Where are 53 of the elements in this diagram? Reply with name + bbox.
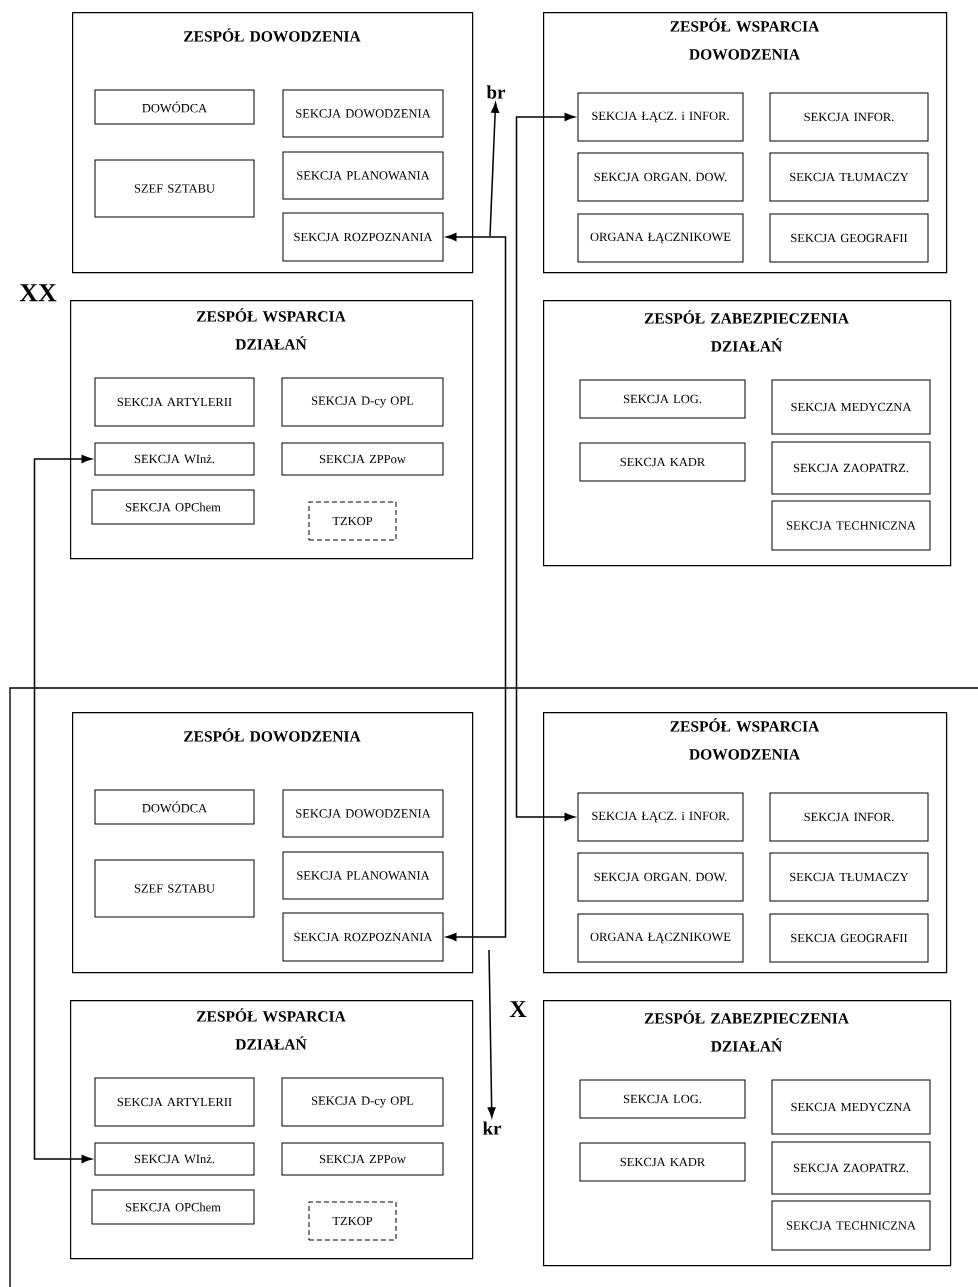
section-box: SEKCJA KADR [579, 1142, 746, 1182]
arrow [33, 455, 92, 1163]
section-box: SEKCJA TECHNICZNA [771, 500, 931, 551]
section-box: SEKCJA ORGAN. DOW. [577, 152, 744, 202]
section-box: SEKCJA ORGAN. DOW. [577, 852, 744, 902]
section-box: SEKCJA ROZPOZNANIA [282, 912, 444, 962]
section-box: SEKCJA GEOGRAFII [769, 213, 929, 263]
arrow [487, 949, 496, 1118]
section-box: SEKCJA D-cy OPL [281, 377, 444, 427]
section-box: SZEF SZTABU [94, 859, 255, 918]
section-box: SEKCJA DOWODZENIA [282, 789, 444, 838]
section-box: SEKCJA KADR [579, 442, 746, 482]
section-box: SEKCJA INFOR. [769, 792, 929, 842]
section-box: SEKCJA ZAOPATRZ. [771, 1141, 931, 1195]
section-box: SEKCJA LOG. [579, 379, 746, 419]
section-box: SEKCJA ZPPow [281, 1142, 444, 1176]
direction-label: br [486, 85, 506, 99]
section-box: ORGANA ŁĄCZNIKOWE [577, 913, 744, 963]
arrow [515, 113, 575, 821]
section-box: DOWÓDCA [94, 789, 255, 825]
section-box: SEKCJA MEDYCZNA [771, 379, 931, 435]
section-box: SEKCJA TŁUMACZY [769, 152, 929, 202]
section-box: SEKCJA ROZPOZNANIA [282, 212, 444, 262]
section-box: SEKCJA TECHNICZNA [771, 1200, 931, 1251]
section-box: SEKCJA INFOR. [769, 92, 929, 142]
section-box: SEKCJA ARTYLERII [94, 1077, 255, 1127]
section-box: SZEF SZTABU [94, 159, 255, 218]
section-box: SEKCJA ŁĄCZ. i INFOR. [577, 92, 744, 142]
section-box: DOWÓDCA [94, 89, 255, 125]
section-box: SEKCJA ARTYLERII [94, 377, 255, 427]
section-box: SEKCJA WInż. [94, 442, 255, 476]
section-box: SEKCJA LOG. [579, 1079, 746, 1119]
section-box: SEKCJA OPChem [91, 489, 255, 525]
arrow [446, 233, 507, 941]
section-box: SEKCJA PLANOWANIA [282, 851, 444, 900]
section-box: SEKCJA ZAOPATRZ. [771, 441, 931, 495]
division-mark: X [509, 1001, 527, 1017]
section-box: SEKCJA GEOGRAFII [769, 913, 929, 963]
section-box: SEKCJA WInż. [94, 1142, 255, 1176]
division-mark: XX [19, 284, 57, 302]
direction-label: kr [483, 1121, 502, 1135]
section-box: SEKCJA ZPPow [281, 442, 444, 476]
section-box: SEKCJA MEDYCZNA [771, 1079, 931, 1135]
section-box: SEKCJA D-cy OPL [281, 1077, 444, 1127]
arrow [489, 102, 500, 237]
dashed-box: TZKOP [308, 501, 397, 541]
section-box: SEKCJA OPChem [91, 1189, 255, 1225]
section-box: ORGANA ŁĄCZNIKOWE [577, 213, 744, 263]
section-box: SEKCJA TŁUMACZY [769, 852, 929, 902]
dashed-box: TZKOP [308, 1201, 397, 1241]
section-box: SEKCJA ŁĄCZ. i INFOR. [577, 792, 744, 842]
section-box: SEKCJA PLANOWANIA [282, 151, 444, 200]
section-box: SEKCJA DOWODZENIA [282, 89, 444, 138]
